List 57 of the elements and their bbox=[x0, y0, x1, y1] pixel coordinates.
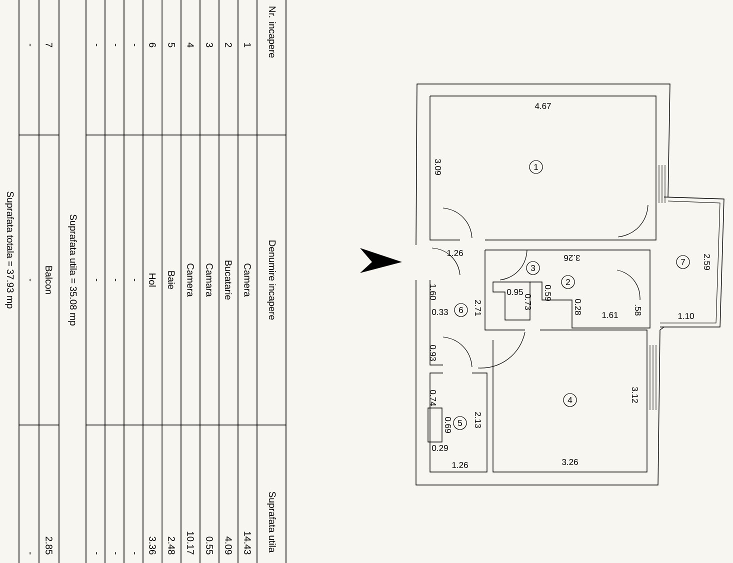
table-cell: 2 bbox=[225, 42, 232, 48]
dimension-label: 1.26 bbox=[447, 250, 463, 256]
table-cell: - bbox=[115, 278, 116, 282]
table-cell: 2.48 bbox=[168, 536, 175, 554]
dimension-label: 0.93 bbox=[430, 345, 436, 361]
table-cell: - bbox=[96, 552, 97, 554]
table-cell: - bbox=[134, 278, 135, 282]
table-cell: Camara bbox=[206, 264, 213, 297]
table-cell: Camera bbox=[187, 264, 194, 297]
dimension-label: 3.26 bbox=[562, 459, 578, 465]
dimension-label: 3.26 bbox=[564, 255, 580, 261]
dimension-label: 1.61 bbox=[602, 312, 618, 318]
dimension-label: 0.59 bbox=[545, 285, 551, 301]
table-cell: - bbox=[115, 552, 116, 554]
table-cell: - bbox=[96, 278, 97, 282]
room-number: 4 bbox=[563, 393, 577, 407]
table-cell: 6 bbox=[149, 42, 156, 48]
dimension-label: 1.10 bbox=[678, 313, 694, 319]
total-note: Suprafata totala = 37.93 mp bbox=[5, 192, 14, 308]
dimension-label: 3.12 bbox=[632, 387, 638, 403]
table-cell: Hol bbox=[149, 274, 156, 286]
table-cell: 4 bbox=[187, 42, 194, 48]
dimension-label: 4.67 bbox=[534, 103, 551, 109]
table-cell: 4.09 bbox=[225, 536, 232, 554]
table-header: Denumire incapere bbox=[267, 240, 276, 320]
table-cell: - bbox=[134, 44, 135, 46]
room-number: 3 bbox=[526, 261, 540, 275]
table-cell: 3.36 bbox=[149, 536, 156, 554]
table-cell: 7 bbox=[46, 42, 52, 48]
table-cell: Suprafata utila = 35.08 mp bbox=[68, 214, 77, 326]
room-number: 6 bbox=[454, 303, 468, 317]
room-number: 5 bbox=[453, 416, 467, 430]
dimension-label: 3.09 bbox=[435, 159, 441, 175]
room-number: 1 bbox=[529, 160, 543, 174]
table-header: Suprafata utila bbox=[267, 492, 276, 553]
table-cell: - bbox=[134, 552, 135, 554]
dimension-label: .58 bbox=[635, 304, 641, 316]
table-cell: 1 bbox=[244, 43, 251, 48]
dimension-label: 2.13 bbox=[475, 412, 481, 428]
table-cell: 10.17 bbox=[187, 532, 194, 554]
table-header: Nr. incapere bbox=[267, 6, 276, 58]
table-cell: Balcon bbox=[46, 266, 52, 294]
table-cell: Baie bbox=[168, 271, 175, 290]
table-cell: 2.85 bbox=[46, 536, 52, 554]
table-cell: - bbox=[96, 44, 97, 46]
room-number: 7 bbox=[676, 255, 690, 269]
table-cell: 3 bbox=[206, 42, 213, 48]
dimension-label: 0.73 bbox=[525, 294, 531, 310]
table-cell: Camera bbox=[244, 264, 251, 297]
table-cell: Bucatarie bbox=[225, 260, 232, 300]
table-cell: 14.43 bbox=[244, 532, 251, 554]
dimension-label: 1.26 bbox=[452, 462, 468, 468]
table-cell: - bbox=[115, 44, 116, 46]
table-cell: 5 bbox=[168, 42, 175, 48]
dimension-label: 0.29 bbox=[432, 445, 448, 451]
table-cell: 0.55 bbox=[206, 536, 213, 554]
room-number: 2 bbox=[561, 275, 575, 289]
